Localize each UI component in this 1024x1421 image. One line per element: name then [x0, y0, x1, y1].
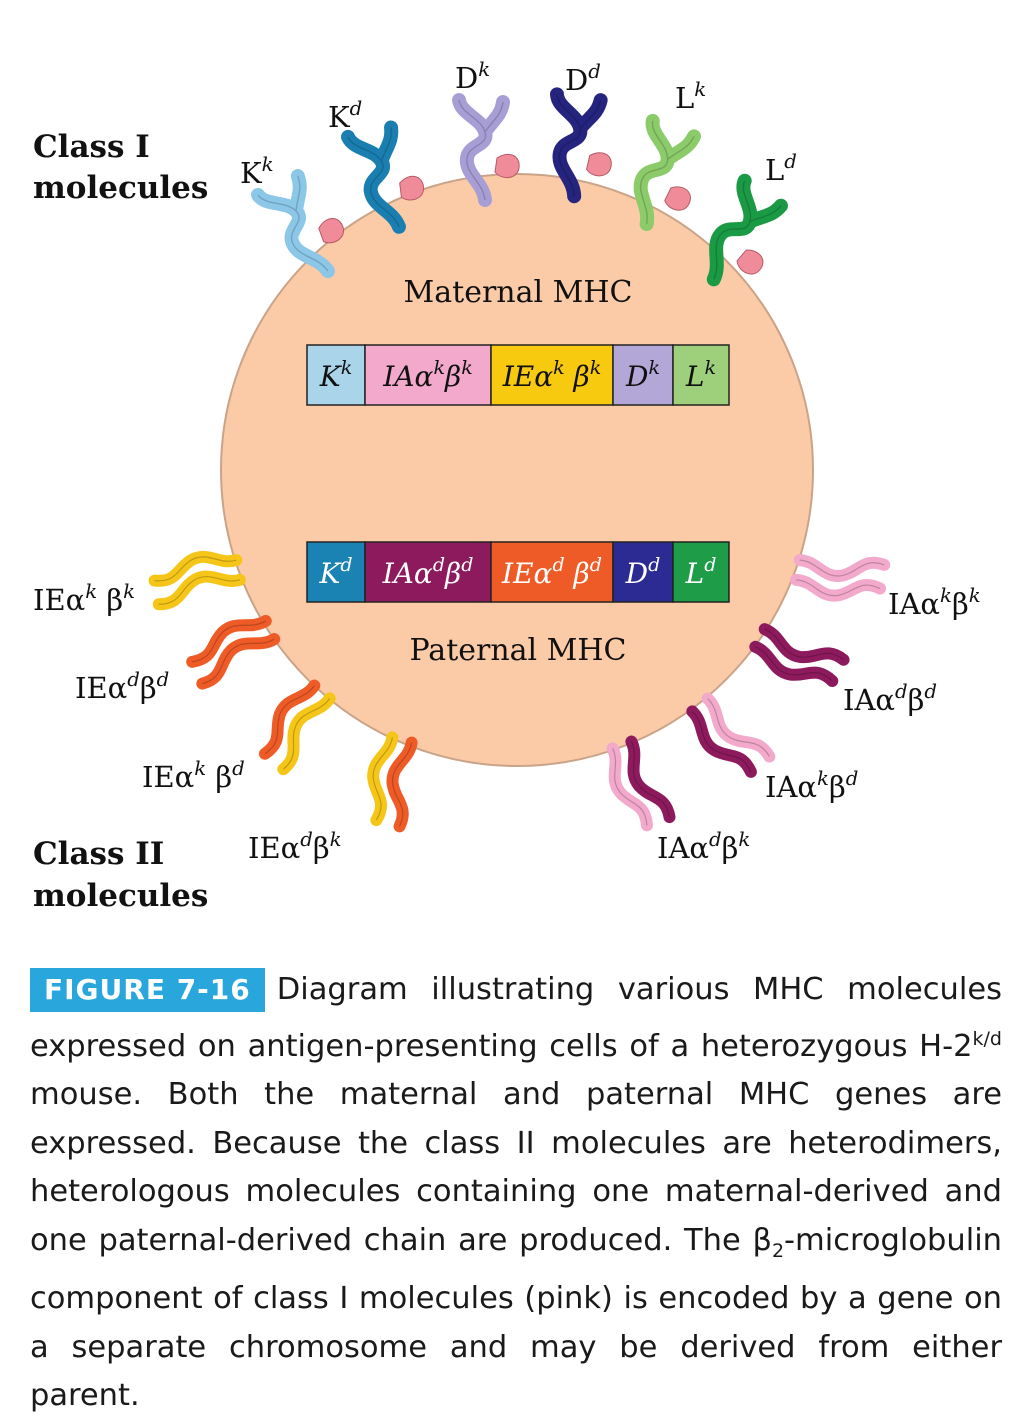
alpha-chain — [625, 735, 676, 824]
paternal-gene-label: Dd — [625, 554, 661, 590]
paternal-mhc-title: Paternal MHC — [409, 633, 626, 668]
maternal-gene-segment — [672, 344, 730, 406]
class-ii-label: IAαkβd — [765, 767, 858, 804]
class-ii-molecule — [790, 554, 891, 602]
class-i-molecule — [549, 87, 612, 204]
class-i-label-line2: molecules — [33, 170, 208, 206]
maternal-gene-label: IAαkβk — [382, 357, 472, 393]
class-i-label: Dk — [455, 58, 490, 95]
maternal-gene-label: Kk — [319, 357, 352, 393]
heavy-chain — [251, 169, 335, 279]
beta-chain — [148, 550, 243, 587]
heavy-chain — [549, 87, 608, 204]
class-i-molecule — [633, 113, 702, 232]
beta2-microglobulin — [736, 249, 764, 275]
beta2-microglobulin — [399, 175, 425, 201]
class-i-label: Kk — [240, 153, 274, 190]
class-ii-label: IAαkβk — [888, 584, 981, 621]
paternal-gene-segment — [490, 541, 614, 603]
class-ii-label: IEαdβd — [75, 668, 169, 705]
class-ii-molecule — [686, 692, 776, 778]
paternal-gene-segment — [306, 541, 366, 603]
class-ii-molecule — [258, 679, 336, 776]
beta-chain — [367, 731, 399, 827]
alpha-chain — [152, 570, 246, 611]
beta-chain — [606, 742, 653, 832]
class-ii-molecule — [367, 731, 418, 833]
maternal-gene-label: Lk — [685, 357, 716, 393]
beta2-microglobulin — [586, 152, 612, 177]
mhc-diagram: Class I molecules Class II molecules Mat… — [33, 58, 981, 914]
caption-sub-2: 2 — [771, 1239, 785, 1262]
caption-text-2: mouse. Both the maternal and paternal MH… — [30, 1077, 1002, 1258]
alpha-chain — [386, 736, 418, 833]
class-i-label: Dd — [565, 60, 601, 97]
paternal-gene-label: Ld — [685, 554, 717, 590]
heavy-chain — [340, 120, 406, 234]
maternal-gene-label: IEαk βk — [502, 357, 602, 393]
beta-chain — [749, 640, 839, 687]
beta2-microglobulin — [494, 153, 520, 178]
beta-chain — [686, 705, 757, 778]
paternal-gene-label: IAαdβd — [382, 554, 474, 590]
alpha-chain — [793, 554, 891, 582]
class-i-label: Kd — [328, 97, 362, 134]
class-ii-label: IAαdβk — [657, 828, 750, 865]
class-ii-label: IEαk βk — [33, 580, 135, 617]
class-ii-label: IAαdβd — [843, 680, 937, 717]
beta-chain — [186, 614, 272, 668]
class-i-molecule — [251, 169, 345, 279]
class-ii-label-line1: Class II — [33, 836, 164, 872]
class-i-label: Lk — [675, 78, 706, 115]
heavy-chain — [452, 93, 510, 207]
beta-chain — [790, 573, 887, 602]
maternal-gene-segment — [306, 344, 366, 406]
class-i-molecule — [706, 173, 788, 287]
alpha-chain — [196, 633, 281, 690]
class-i-molecule — [452, 93, 520, 207]
paternal-gene-segment — [672, 541, 730, 603]
class-i-label-line1: Class I — [33, 129, 150, 165]
class-i-label: Ld — [765, 150, 797, 187]
class-ii-molecule — [606, 735, 676, 832]
class-i-molecule — [340, 120, 425, 234]
class-ii-label: IEαk βd — [142, 757, 245, 794]
caption-text-1: Diagram illustrating various MHC molecul… — [30, 972, 1002, 1064]
class-ii-label-line2: molecules — [33, 878, 208, 914]
maternal-mhc-title: Maternal MHC — [404, 275, 633, 310]
heavy-chain — [706, 173, 788, 287]
paternal-gene-label: IEαd βd — [501, 554, 602, 590]
caption-text-3: -microglobulin component of class I mole… — [30, 1222, 1002, 1414]
paternal-gene-segment — [612, 541, 674, 603]
heavy-chain — [633, 113, 702, 232]
paternal-gene-label: Kd — [318, 554, 352, 590]
beta-chain — [258, 679, 321, 760]
alpha-chain — [277, 692, 336, 776]
alpha-chain — [701, 692, 776, 763]
maternal-gene-segment — [364, 344, 492, 406]
class-ii-molecule — [148, 550, 246, 611]
caption-sup-kd: k/d — [972, 1027, 1002, 1050]
class-ii-molecule — [186, 614, 281, 690]
figure-label: FIGURE 7-16 — [30, 968, 265, 1012]
beta2-microglobulin — [664, 186, 691, 211]
beta2-microglobulin — [318, 218, 345, 244]
class-ii-label: IEαdβk — [248, 828, 342, 865]
maternal-gene-segment — [490, 344, 614, 406]
maternal-gene-label: Dk — [625, 357, 660, 393]
paternal-gene-bar: Kd IAαdβd IEαd βd Dd Ld — [306, 541, 730, 603]
class-ii-molecule — [749, 623, 850, 687]
alpha-chain — [758, 623, 850, 666]
paternal-gene-segment — [364, 541, 492, 603]
maternal-gene-bar: Kk IAαkβk IEαk βk Dk Lk — [306, 344, 730, 406]
